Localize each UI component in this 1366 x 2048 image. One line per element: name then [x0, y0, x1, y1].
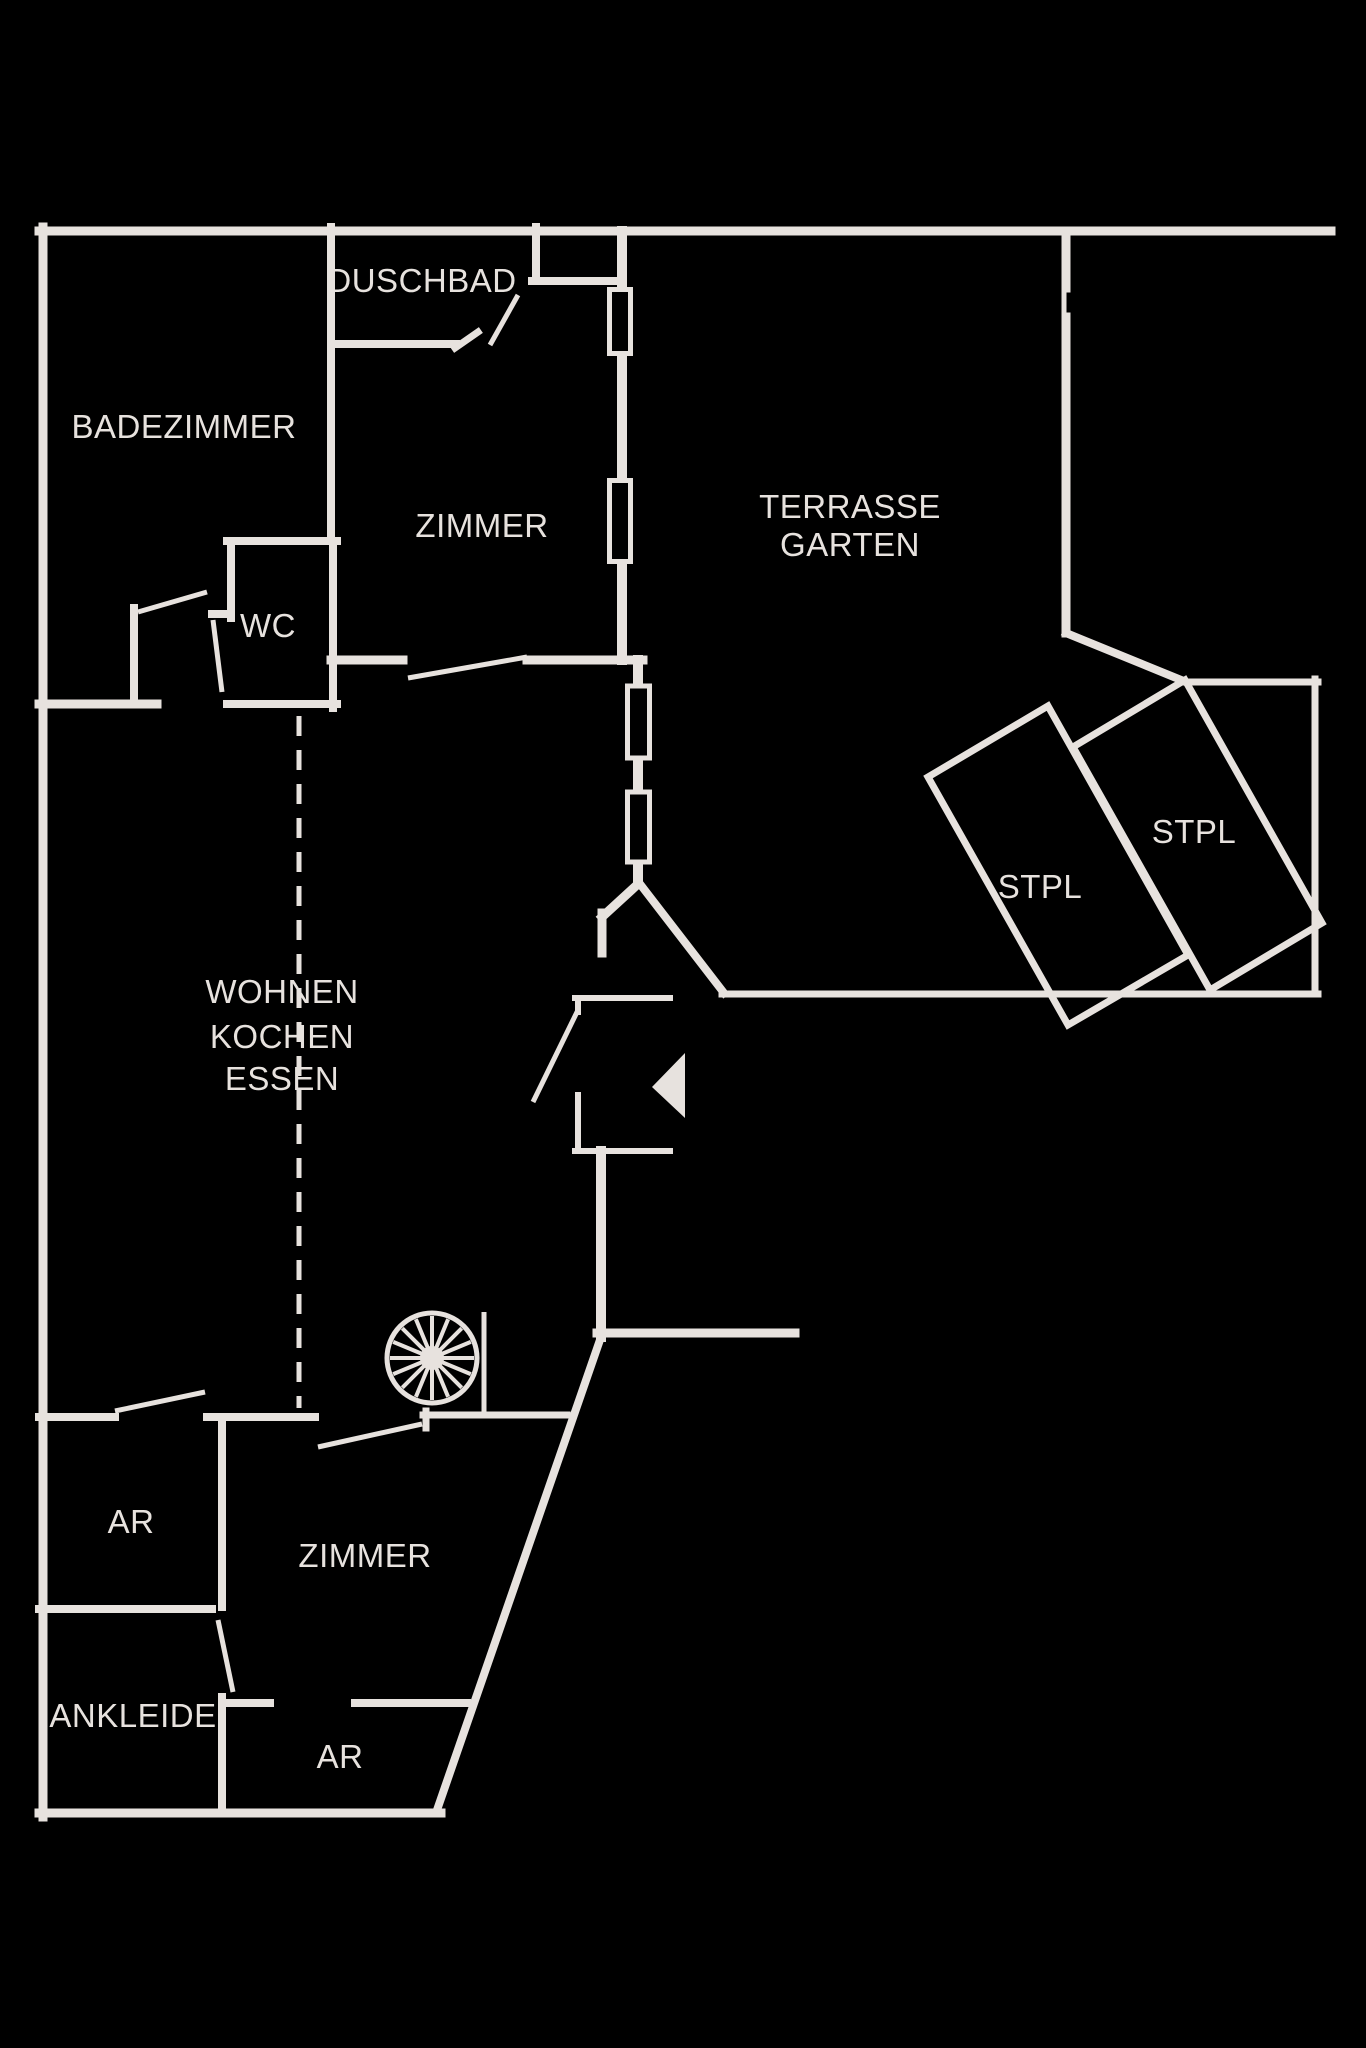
duschbad-door-icon — [487, 293, 521, 347]
room-label-wc: WC — [240, 607, 296, 644]
window-icon — [607, 478, 633, 564]
entry-walls — [431, 877, 800, 1816]
window-icon — [607, 287, 633, 356]
room-label-garten: GARTEN — [780, 526, 920, 563]
room-label-zimmer-top: ZIMMER — [415, 507, 548, 544]
badezimmer-door-icon — [137, 589, 208, 615]
room-labels: DUSCHBAD BADEZIMMER ZIMMER TERRASSE GART… — [49, 262, 1237, 1775]
room-label-kochen: KOCHEN — [210, 1018, 354, 1055]
room-label-ar-top: AR — [108, 1503, 155, 1540]
ar-door-icon — [114, 1389, 206, 1414]
ankleide-door-icon — [215, 1619, 236, 1693]
room-label-zimmer-bottom: ZIMMER — [298, 1537, 431, 1574]
spiral-staircase-icon — [384, 1310, 487, 1412]
room-label-essen: ESSEN — [225, 1060, 339, 1097]
room-label-wohnen: WOHNEN — [205, 973, 358, 1010]
room-label-badezimmer: BADEZIMMER — [71, 408, 296, 445]
room-label-stpl-left: STPL — [998, 868, 1083, 905]
parking-space-outlines — [923, 675, 1327, 1030]
interior-walls-bottom — [35, 1407, 571, 1817]
door-leaves — [114, 293, 581, 1693]
window-icon — [625, 789, 652, 865]
parking-space-outline — [1068, 675, 1327, 995]
room-label-ar-bottom: AR — [317, 1738, 364, 1775]
entry-door-icon — [530, 1008, 581, 1104]
wc-door-icon — [210, 619, 225, 693]
exterior-walls — [34, 222, 1336, 1822]
parking-space-outline — [923, 701, 1193, 1030]
interior-walls-top — [326, 223, 648, 887]
zimmer-top-door-icon — [407, 654, 528, 681]
wc-walls — [34, 537, 341, 712]
zimmer-bottom-door-icon — [317, 1421, 423, 1450]
room-label-stpl-right: STPL — [1152, 813, 1237, 850]
room-label-duschbad: DUSCHBAD — [327, 262, 516, 299]
window-icons — [607, 287, 652, 865]
window-icon — [625, 683, 652, 761]
room-label-ankleide: ANKLEIDE — [49, 1697, 216, 1734]
room-label-terrasse: TERRASSE — [759, 488, 941, 525]
entrance-arrow-icon — [652, 1053, 685, 1118]
